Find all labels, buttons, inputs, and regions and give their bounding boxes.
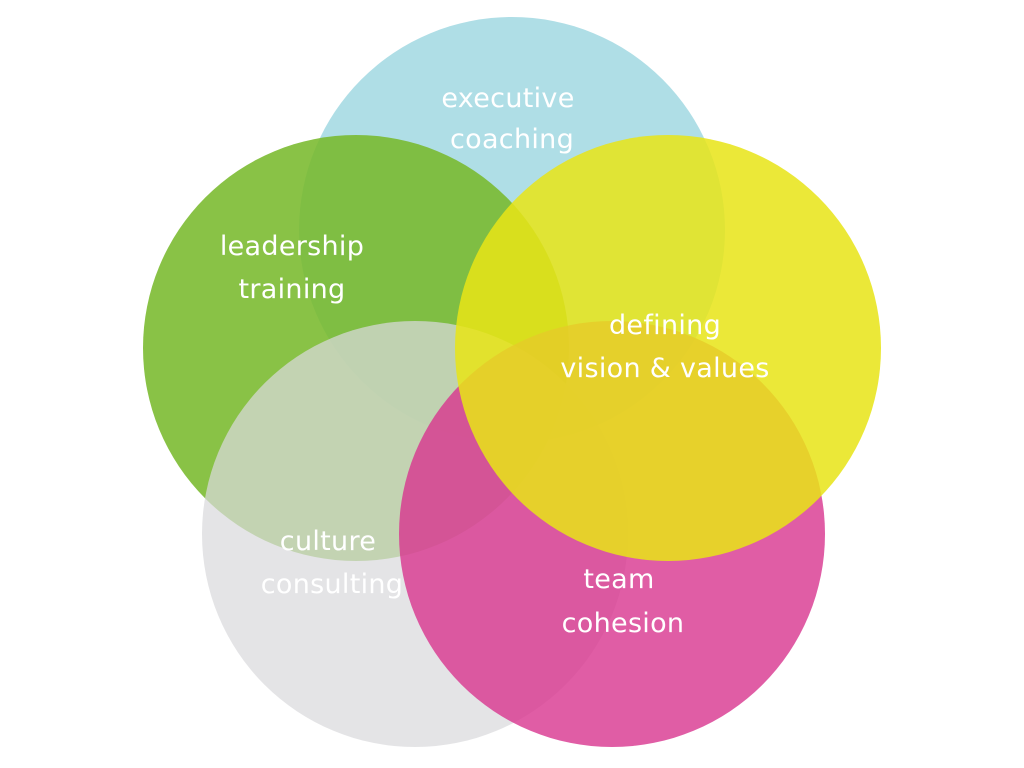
label-executive-coaching-line1: executive (441, 83, 574, 114)
label-defining-vision-values-line1: defining (609, 310, 721, 341)
label-culture-consulting-line2: consulting (261, 569, 404, 600)
label-team-cohesion-line2: cohesion (562, 608, 685, 639)
circle-defining-vision-values (455, 135, 881, 561)
label-leadership-training-line1: leadership (220, 231, 364, 262)
circle-defining-vision-values-shape (455, 135, 881, 561)
label-leadership-training-line2: training (239, 274, 346, 305)
label-defining-vision-values-line2: vision & values (560, 353, 769, 384)
label-team-cohesion-line1: team (583, 564, 654, 595)
label-executive-coaching-line2: coaching (450, 124, 574, 155)
label-culture-consulting-line1: culture (280, 526, 376, 557)
